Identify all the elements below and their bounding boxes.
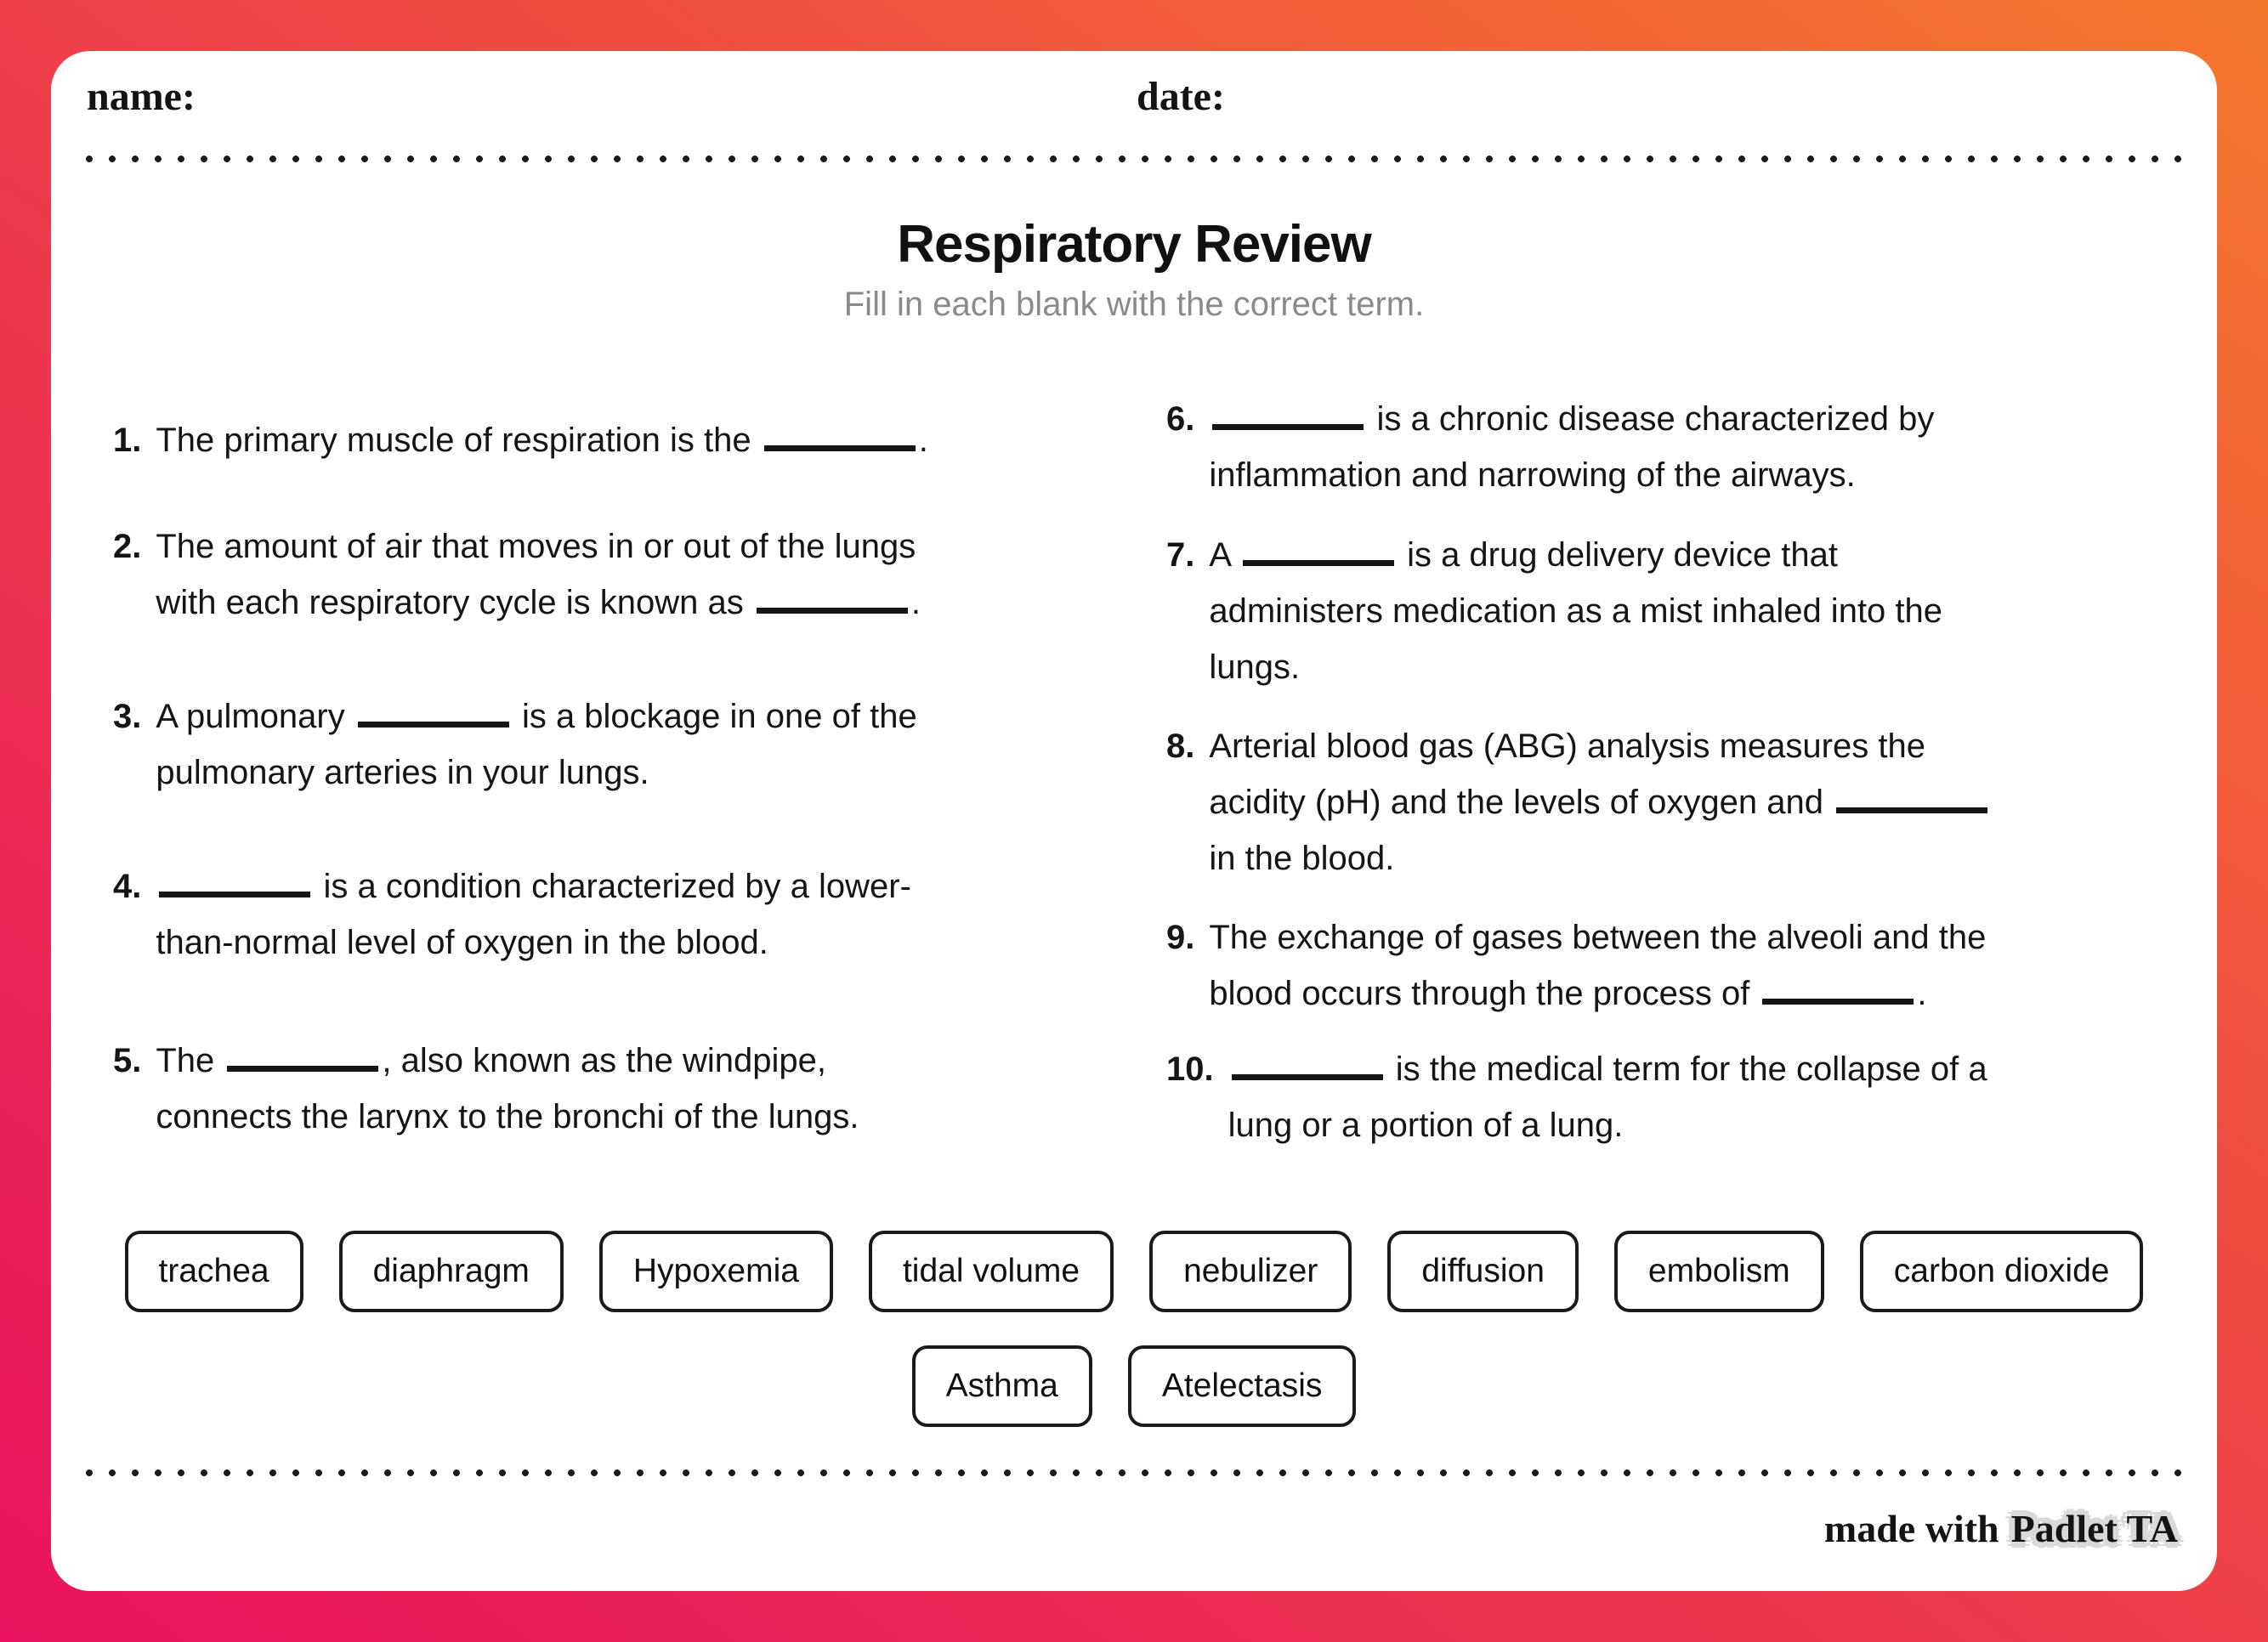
name-label: name: [87,74,196,119]
word-bank-item-tidal-volume[interactable]: tidal volume [868,1231,1114,1312]
question-number: 5. [113,1042,142,1079]
dotted-divider-bottom [85,1469,2185,1477]
question-number: 2. [113,528,142,565]
word-bank-item-trachea[interactable]: trachea [124,1231,303,1312]
answer-blank[interactable] [1231,1067,1383,1080]
question-number: 6. [1166,400,1195,438]
word-bank-item-diaphragm[interactable]: diaphragm [338,1231,564,1312]
answer-blank[interactable] [159,884,311,897]
question-item-1: 1. The primary muscle of respiration is … [113,412,1146,468]
word-bank-item-nebulizer[interactable]: nebulizer [1149,1231,1352,1312]
word-bank-item-diffusion[interactable]: diffusion [1387,1231,1579,1312]
answer-blank[interactable] [763,438,916,451]
question-number: 9. [1166,919,1195,956]
question-text: The primary muscle of respiration is the… [156,422,928,459]
made-with-label: made with [1823,1507,1999,1550]
question-item-8: 8. Arterial blood gas (ABG) analysis mea… [1166,718,2178,886]
word-bank-row-1: trachea diaphragm Hypoxemia tidal volume… [51,1231,2217,1312]
padlet-ta-brand: Padlet TA [2010,1507,2178,1550]
question-number: 10. [1166,1050,1214,1088]
answer-blank[interactable] [1212,416,1364,430]
answer-blank[interactable] [1762,991,1914,1005]
question-number: 8. [1166,728,1195,765]
word-bank-item-embolism[interactable]: embolism [1613,1231,1824,1312]
answer-blank[interactable] [756,600,908,614]
date-label: date: [1137,74,1225,119]
question-number: 3. [113,698,142,735]
question-text: The , also known as the windpipe,connect… [156,1042,859,1135]
question-text: The exchange of gases between the alveol… [1209,919,1987,1012]
question-item-9: 9. The exchange of gases between the alv… [1166,909,2178,1022]
word-bank-item-carbon-dioxide[interactable]: carbon dioxide [1859,1231,2144,1312]
question-item-10: 10. is the medical term for the collapse… [1166,1041,2178,1153]
word-bank-item-asthma[interactable]: Asthma [911,1345,1092,1427]
question-item-2: 2. The amount of air that moves in or ou… [113,518,1146,631]
word-bank-row-2: Asthma Atelectasis [51,1345,2217,1427]
question-item-4: 4. is a condition characterized by a low… [113,858,1146,971]
question-item-6: 6. is a chronic disease characterized by… [1166,391,2178,503]
dotted-divider-top [85,155,2185,163]
question-number: 7. [1166,536,1195,574]
worksheet-card: name: date: Respiratory Review Fill in e… [51,51,2217,1591]
question-text: is a condition characterized by a lower-… [156,868,911,961]
page-subtitle: Fill in each blank with the correct term… [843,286,1425,323]
answer-blank[interactable] [1242,552,1394,566]
word-bank-item-atelectasis[interactable]: Atelectasis [1127,1345,1357,1427]
question-item-5: 5. The , also known as the windpipe,conn… [113,1033,1146,1145]
question-item-3: 3. A pulmonary is a blockage in one of t… [113,688,1146,801]
made-with-footer: made with Padlet TA [1824,1506,2178,1551]
question-number: 4. [113,868,142,905]
answer-blank[interactable] [1836,800,1988,813]
page-title: Respiratory Review [897,215,1371,274]
question-text: Arterial blood gas (ABG) analysis measur… [1209,718,2178,886]
question-text: The amount of air that moves in or out o… [156,528,921,621]
answer-blank[interactable] [357,714,509,728]
question-number: 1. [113,422,142,459]
question-text: is the medical term for the collapse of … [1228,1050,1987,1144]
answer-blank[interactable] [227,1058,379,1072]
word-bank-item-hypoxemia[interactable]: Hypoxemia [598,1231,833,1312]
